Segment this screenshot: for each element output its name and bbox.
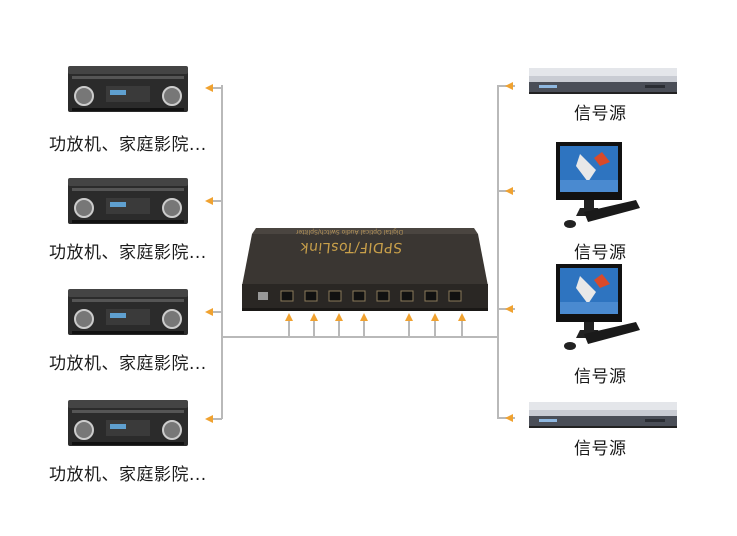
source-arrow-2 [505, 187, 513, 195]
hub-right-connector [462, 336, 498, 338]
output-label-4: 功放机、家庭影院... [49, 465, 207, 485]
source-arrow-4 [505, 414, 513, 422]
output-arrow-1 [205, 84, 213, 92]
port-line-3 [338, 320, 340, 338]
output-label-2: 功放机、家庭影院... [49, 243, 207, 263]
source-arrow-1 [505, 82, 513, 90]
spdif-switch-device [242, 228, 488, 311]
output-label-3: 功放机、家庭影院... [49, 354, 207, 374]
port-arrow-3 [335, 313, 343, 321]
port-arrow-4 [360, 313, 368, 321]
hub-subtitle-label: Digital Optical Audio Switch/Splitter [296, 228, 404, 235]
hub-brand-label: SPDIF/TosLink [299, 239, 404, 255]
port-line-7 [461, 320, 463, 338]
hub-left-connector [221, 336, 291, 338]
output-branch-1 [212, 87, 222, 89]
desktop-computer-icon [556, 264, 640, 350]
bluray-player-icon [529, 68, 677, 94]
output-branch-2 [212, 200, 222, 202]
av-receiver-icon [68, 289, 188, 335]
source-label-2: 信号源 [574, 243, 627, 263]
desktop-computer-icon [556, 142, 640, 228]
right-vertical-bus [497, 85, 499, 419]
output-arrow-3 [205, 308, 213, 316]
output-branch-4 [212, 418, 222, 420]
port-arrow-1 [285, 313, 293, 321]
output-arrow-4 [205, 415, 213, 423]
port-line-4 [363, 320, 365, 338]
source-arrow-3 [505, 305, 513, 313]
av-receiver-icon [68, 178, 188, 224]
source-label-4: 信号源 [574, 439, 627, 459]
output-branch-3 [212, 311, 222, 313]
port-arrow-6 [431, 313, 439, 321]
port-arrow-2 [310, 313, 318, 321]
port-line-5 [408, 320, 410, 338]
output-label-1: 功放机、家庭影院... [49, 135, 207, 155]
port-line-1 [288, 320, 290, 338]
source-label-1: 信号源 [574, 104, 627, 124]
av-receiver-icon [68, 66, 188, 112]
port-line-6 [434, 320, 436, 338]
output-arrow-2 [205, 197, 213, 205]
source-label-3: 信号源 [574, 367, 627, 387]
hub-bottom-bus [288, 336, 463, 338]
bluray-player-icon [529, 402, 677, 428]
port-arrow-5 [405, 313, 413, 321]
left-vertical-bus [221, 85, 223, 419]
av-receiver-icon [68, 400, 188, 446]
port-arrow-7 [458, 313, 466, 321]
port-line-2 [313, 320, 315, 338]
